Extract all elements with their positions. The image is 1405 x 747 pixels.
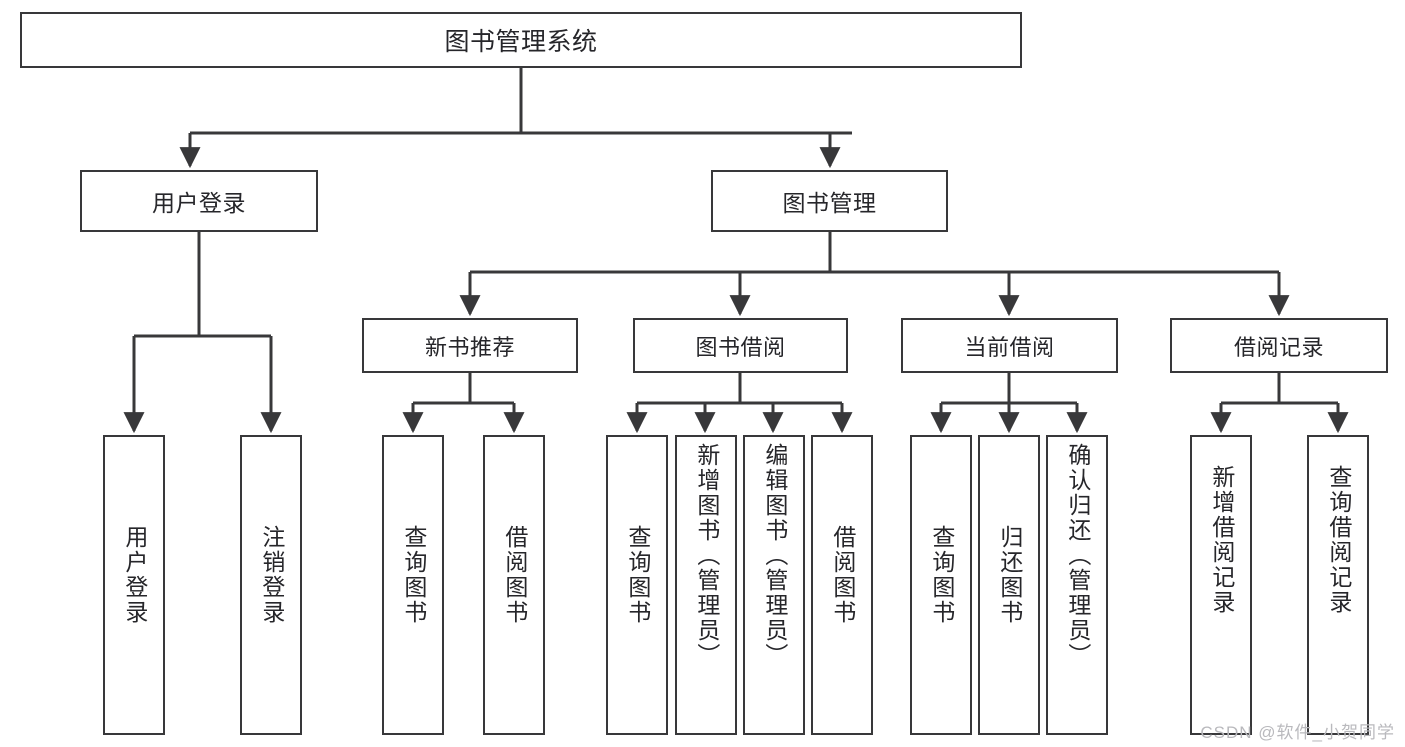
node-label: 借阅图书 [829, 525, 856, 625]
node-borrow-record[interactable]: 借阅记录 [1170, 318, 1388, 373]
node-label: 查询图书 [400, 525, 427, 625]
leaf-user-login-logout[interactable]: 注销登录 [240, 435, 302, 735]
node-new-book-recommend[interactable]: 新书推荐 [362, 318, 578, 373]
leaf-borrow-record-add-record[interactable]: 新增借阅记录 [1190, 435, 1252, 735]
leaf-borrow-record-query-record[interactable]: 查询借阅记录 [1307, 435, 1369, 735]
node-label: 新增借阅记录 [1208, 465, 1235, 615]
leaf-book-borrow-borrow-book[interactable]: 借阅图书 [811, 435, 873, 735]
node-label: 图书管理 [782, 190, 877, 216]
node-label: 图书借阅 [695, 334, 786, 360]
leaf-book-borrow-edit-book-admin[interactable]: 编辑图书（管理员） [743, 435, 805, 735]
node-label: 借阅图书 [501, 525, 528, 625]
watermark-text: CSDN @软件_小贺同学 [1200, 723, 1395, 742]
leaf-user-login-login[interactable]: 用户登录 [103, 435, 165, 735]
node-book-borrow[interactable]: 图书借阅 [633, 318, 848, 373]
node-user-login[interactable]: 用户登录 [80, 170, 318, 232]
node-label: 查询图书 [928, 525, 955, 625]
node-label: 图书管理系统 [444, 28, 598, 56]
leaf-book-borrow-add-book-admin[interactable]: 新增图书（管理员） [675, 435, 737, 735]
node-label: 查询图书 [624, 525, 651, 625]
node-label: 编辑图书（管理员） [761, 443, 788, 668]
node-root-book-management-system[interactable]: 图书管理系统 [20, 12, 1022, 68]
node-label: 当前借阅 [964, 334, 1055, 360]
node-label: 借阅记录 [1233, 334, 1324, 360]
node-label: 注销登录 [258, 525, 285, 625]
node-label: 确认归还（管理员） [1064, 443, 1091, 668]
node-label: 用户登录 [121, 525, 148, 625]
node-label: 新增图书（管理员） [693, 443, 720, 668]
node-label: 新书推荐 [424, 334, 515, 360]
node-label: 归还图书 [996, 525, 1023, 625]
node-label: 用户登录 [152, 190, 246, 216]
leaf-current-borrow-return-book[interactable]: 归还图书 [978, 435, 1040, 735]
leaf-current-borrow-confirm-return-admin[interactable]: 确认归还（管理员） [1046, 435, 1108, 735]
leaf-new-book-query-book[interactable]: 查询图书 [382, 435, 444, 735]
leaf-book-borrow-query-book[interactable]: 查询图书 [606, 435, 668, 735]
leaf-current-borrow-query-book[interactable]: 查询图书 [910, 435, 972, 735]
node-current-borrow[interactable]: 当前借阅 [901, 318, 1118, 373]
node-label: 查询借阅记录 [1325, 465, 1352, 615]
leaf-new-book-borrow-book[interactable]: 借阅图书 [483, 435, 545, 735]
node-book-management[interactable]: 图书管理 [711, 170, 948, 232]
